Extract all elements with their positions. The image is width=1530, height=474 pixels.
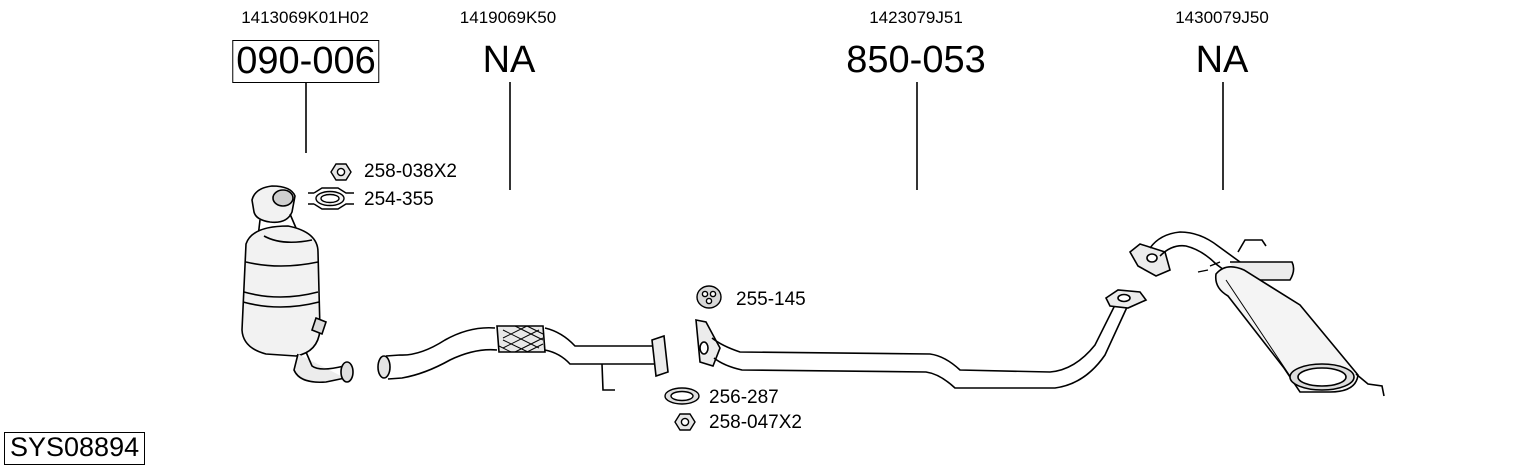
- middle-pipe: [695, 289, 1148, 389]
- part-number-front-pipe[interactable]: NA: [482, 39, 536, 81]
- part-number-rear-silencer[interactable]: NA: [1195, 39, 1249, 81]
- front-pipe: [377, 325, 669, 391]
- rubber-hanger-icon: [696, 285, 722, 309]
- clamp-icon: [308, 187, 354, 210]
- rear-silencer: [1128, 231, 1385, 397]
- accessory-number-nut-2[interactable]: 258-047X2: [709, 412, 802, 433]
- oem-number-middle-pipe: 1423079J51: [869, 8, 963, 27]
- accessory-number-gasket[interactable]: 256-287: [709, 387, 779, 408]
- system-id-box: SYS08894: [4, 432, 146, 465]
- oem-number-catalyst: 1413069K01H02: [241, 8, 369, 27]
- oem-number-rear-silencer: 1430079J50: [1175, 8, 1269, 27]
- catalytic-converter: [241, 185, 354, 384]
- oem-number-front-pipe: 1419069K50: [459, 8, 557, 27]
- part-number-catalyst[interactable]: 090-006: [232, 40, 380, 83]
- nut-icon: [330, 163, 352, 181]
- part-number-middle-pipe[interactable]: 850-053: [846, 39, 986, 81]
- gasket-ring-icon: [664, 387, 700, 405]
- accessory-number-clamp[interactable]: 254-355: [364, 189, 434, 210]
- accessory-number-nut-1[interactable]: 258-038X2: [364, 161, 457, 182]
- nut-icon: [674, 413, 696, 431]
- accessory-number-hanger[interactable]: 255-145: [736, 289, 806, 310]
